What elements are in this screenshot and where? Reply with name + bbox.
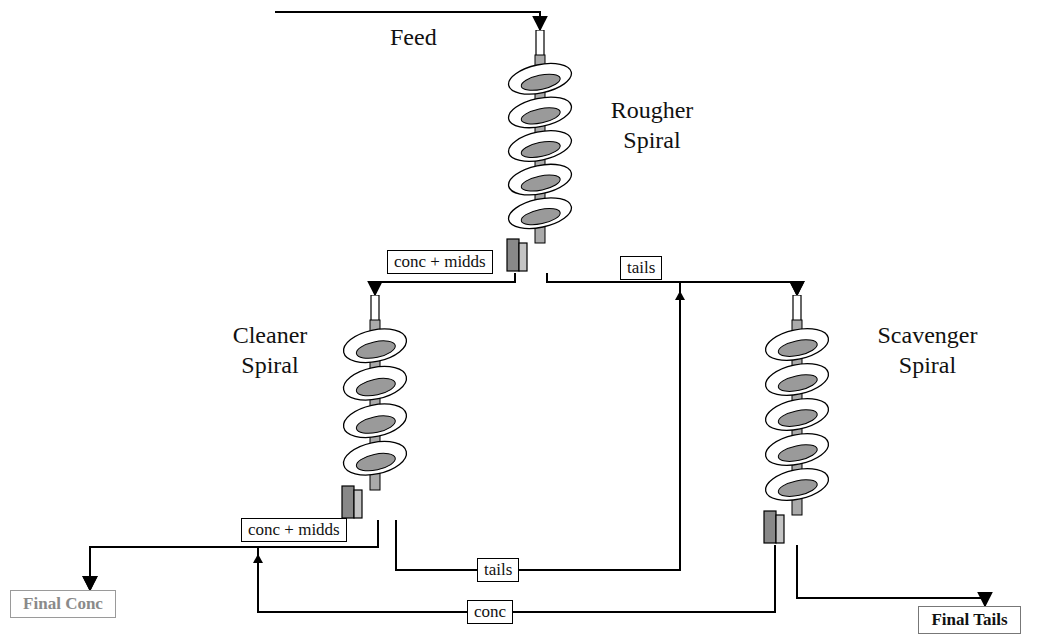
spiral-drawing <box>340 295 410 520</box>
flow-label: tails <box>477 558 519 582</box>
flow-line <box>396 282 797 570</box>
spiral-separator: Scavenger Spiral <box>762 295 832 545</box>
stream-label: Feed <box>390 24 437 51</box>
flow-label: tails <box>620 256 662 280</box>
unit-name: Scavenger Spiral <box>860 320 995 380</box>
flow-line <box>90 545 775 612</box>
unit-name: Cleaner Spiral <box>215 320 325 380</box>
flow-line <box>797 545 985 606</box>
spiral-separator: Cleaner Spiral <box>340 295 410 520</box>
product-box: Final Conc <box>10 590 116 618</box>
flow-label: conc + midds <box>387 250 493 274</box>
flow-label: conc + midds <box>241 518 347 542</box>
unit-name: Rougher Spiral <box>597 95 707 155</box>
product-name: Final Conc <box>23 594 103 614</box>
flow-line <box>375 273 515 295</box>
product-box: Final Tails <box>918 606 1021 634</box>
spiral-separator: Rougher Spiral <box>505 30 575 273</box>
spiral-drawing <box>762 295 832 545</box>
flow-line <box>547 273 797 295</box>
product-name: Final Tails <box>931 610 1007 630</box>
flow-label: conc <box>467 600 513 624</box>
spiral-drawing <box>505 30 575 273</box>
